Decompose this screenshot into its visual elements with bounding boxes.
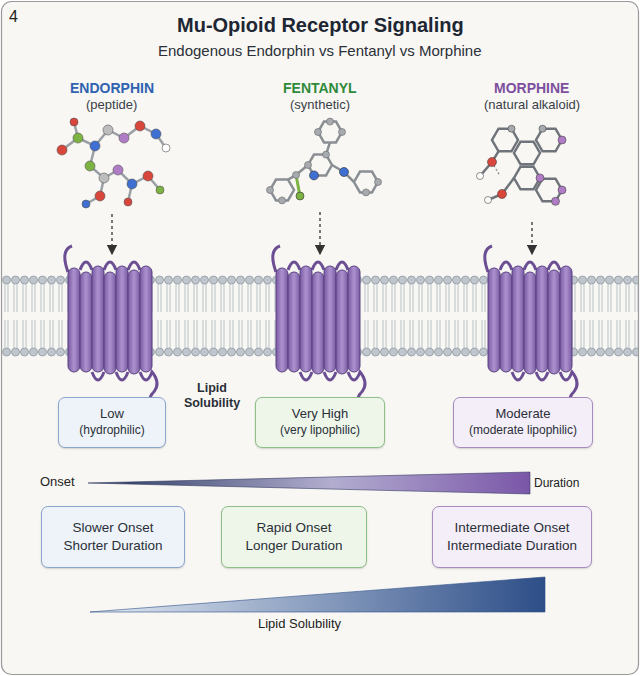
box-text: (hydrophilic) (79, 423, 144, 439)
label: Lipid Solubility (172, 381, 252, 411)
label: Lipid Solubility (258, 616, 341, 632)
box-text: Intermediate Onset (455, 519, 570, 537)
title: Mu-Opioid Receptor Signaling (177, 13, 464, 37)
property-box: Rapid OnsetLonger Duration (221, 506, 367, 568)
property-box: Slower OnsetShorter Duration (41, 506, 185, 568)
label: FENTANYL (283, 80, 357, 97)
label: Endogenous Endorphin vs Fentanyl vs Morp… (158, 42, 482, 60)
box-text: Shorter Duration (63, 537, 162, 555)
box-text: Low (100, 406, 124, 423)
box-text: Slower Onset (72, 519, 153, 537)
label: ENDORPHIN (70, 80, 154, 97)
property-box: Very High(very lipophilic) (255, 397, 385, 448)
label: Onset (40, 474, 75, 490)
label: (synthetic) (290, 97, 350, 113)
box-text: Rapid Onset (256, 519, 331, 537)
label: (natural alkaloid) (484, 97, 580, 113)
box-text: Moderate (496, 406, 551, 423)
label: Duration (534, 476, 579, 490)
box-text: Longer Duration (246, 537, 343, 555)
property-box: Moderate(moderate lipophilic) (453, 397, 593, 448)
label: (peptide) (86, 97, 137, 113)
property-box: Low(hydrophilic) (58, 397, 166, 448)
box-text: Very High (292, 406, 348, 423)
label: MORPHINE (494, 80, 569, 97)
box-text: (very lipophilic) (280, 423, 360, 439)
box-text: Intermediate Duration (447, 537, 577, 555)
box-text: (moderate lipophilic) (469, 423, 577, 439)
property-box: Intermediate OnsetIntermediate Duration (432, 506, 592, 568)
label: 4 (9, 7, 18, 26)
